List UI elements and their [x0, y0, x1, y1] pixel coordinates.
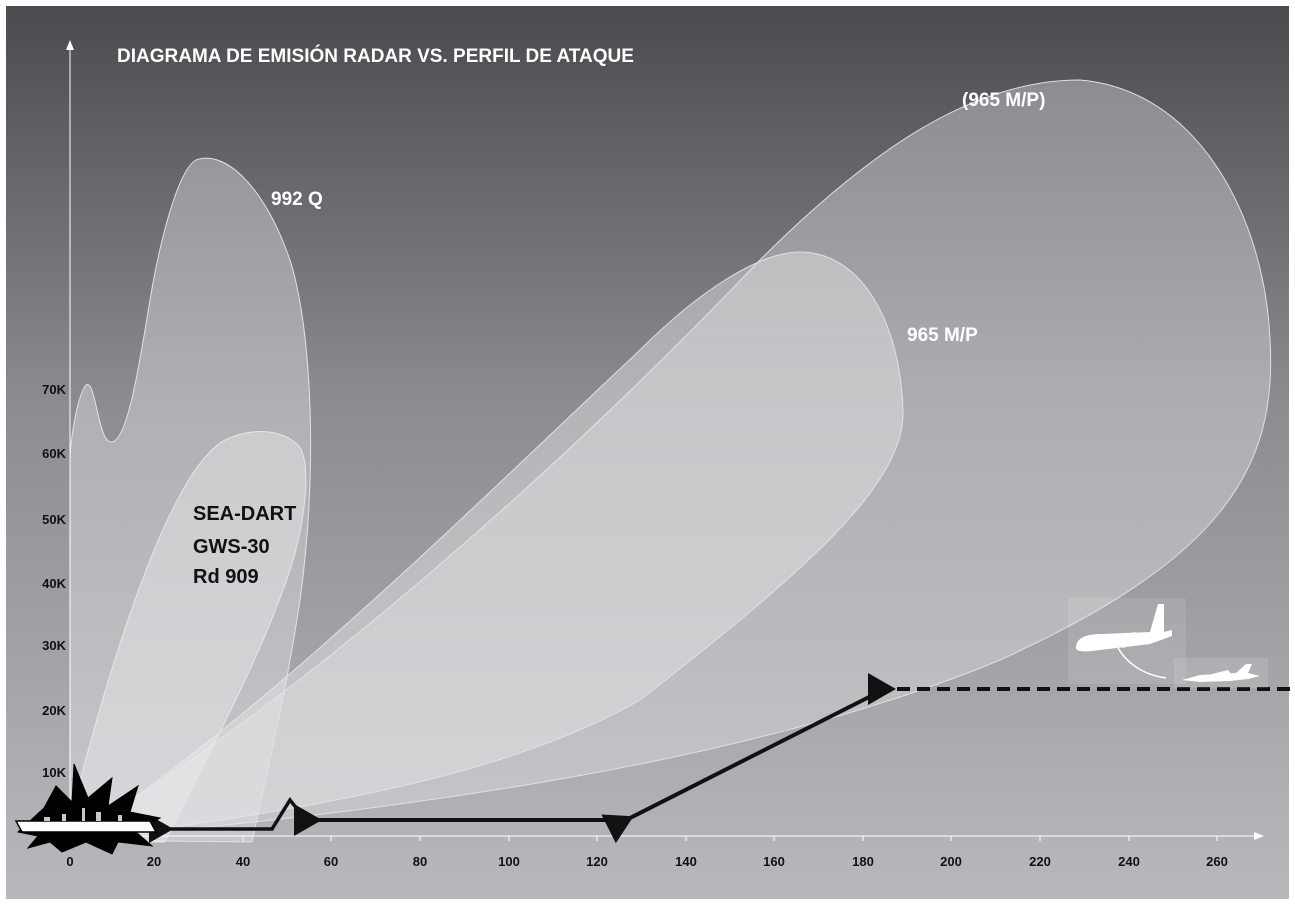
diagram-title: DIAGRAMA DE EMISIÓN RADAR VS. PERFIL DE …: [117, 45, 634, 67]
x-tick-label: 240: [1118, 854, 1140, 869]
lobe-965-outer: [69, 79, 1272, 841]
y-tick-label: 60K: [42, 446, 66, 461]
label-sea-dart: SEA-DART: [193, 503, 296, 525]
fighter-jet-icon: [1174, 658, 1268, 688]
y-tick-label: 70K: [42, 382, 66, 397]
x-tick-label: 140: [675, 854, 697, 869]
x-tick-label: 160: [763, 854, 785, 869]
label-965-outer: (965 M/P): [962, 90, 1045, 111]
label-965-inner: 965 M/P: [907, 325, 978, 346]
transport-aircraft-icon: [1068, 598, 1186, 684]
y-tick-label: 20K: [42, 703, 66, 718]
lobe-sea-dart: [69, 431, 307, 843]
y-tick-label: 50K: [42, 512, 66, 527]
attack-path-popup: [149, 796, 308, 843]
x-tick-label: 20: [147, 854, 161, 869]
x-tick-label: 80: [413, 854, 427, 869]
x-tick-label: 60: [324, 854, 338, 869]
x-tick-label: 180: [852, 854, 874, 869]
x-tick-label: 100: [498, 854, 520, 869]
label-rd-909: Rd 909: [193, 566, 259, 588]
x-tick-label: 200: [940, 854, 962, 869]
attack-path-descent: [601, 692, 876, 844]
y-axis: [66, 40, 74, 838]
y-tick-label: 30K: [42, 638, 66, 653]
attack-path: [149, 673, 1290, 844]
lobe-992q: [69, 157, 312, 843]
ship-explosion-icon: [14, 763, 162, 855]
x-tick-label: 260: [1206, 854, 1228, 869]
x-axis: [62, 832, 1264, 840]
x-tick-label: 220: [1029, 854, 1051, 869]
lobe-965-inner: [69, 251, 904, 843]
label-gws-30: GWS-30: [193, 536, 270, 558]
x-tick-label: 40: [236, 854, 250, 869]
background-panel: [6, 6, 1289, 899]
label-992q: 992 Q: [271, 189, 323, 210]
x-tick-label: 120: [586, 854, 608, 869]
x-tick-label: 0: [66, 854, 73, 869]
y-tick-label: 10K: [42, 765, 66, 780]
y-tick-label: 40K: [42, 576, 66, 591]
